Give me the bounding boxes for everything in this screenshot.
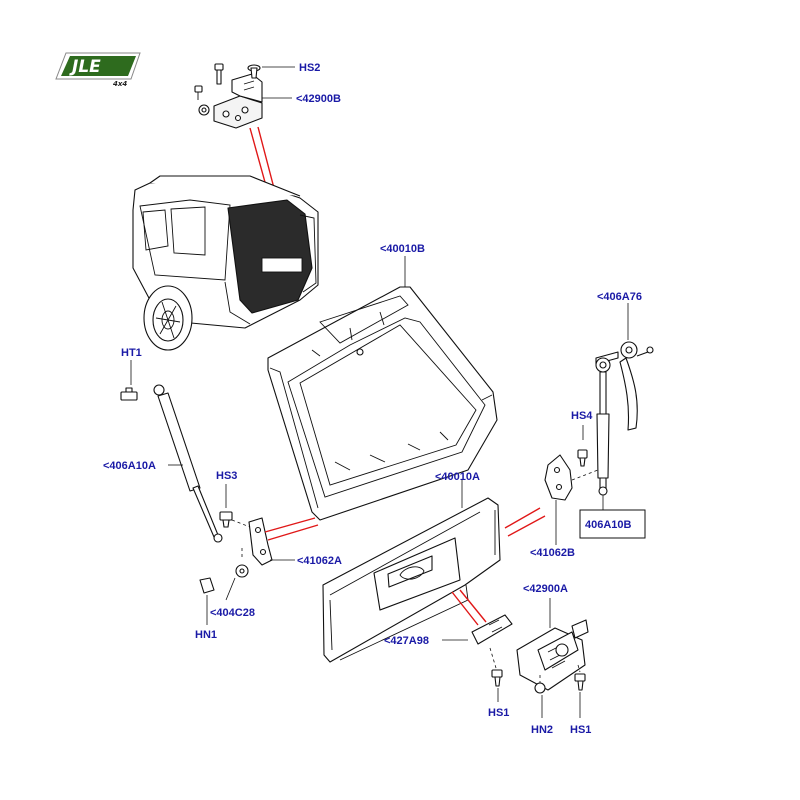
callout-hn1: HN1 [195, 629, 217, 641]
gas-strut-right [595, 357, 611, 510]
callout-406a76: <406A76 [597, 291, 642, 303]
bolt-ht1 [120, 360, 138, 401]
callout-40010a: <40010A [435, 471, 480, 483]
bolt-hs1-left [491, 669, 503, 702]
gas-strut-left [153, 384, 223, 543]
nut-404c28 [225, 548, 249, 601]
callout-406a10b: 406A10B [585, 519, 632, 531]
callout-box [579, 509, 646, 539]
upper-tailgate-panel [267, 256, 498, 521]
vehicle-rear-view [132, 175, 319, 351]
bolt-icon [214, 63, 224, 85]
callout-hn2: HN2 [531, 724, 553, 736]
callout-404c28: <404C28 [210, 607, 255, 619]
callout-42900b: <42900B [296, 93, 341, 105]
callout-hs2: HS2 [299, 62, 320, 74]
callout-42900a: <42900A [523, 583, 568, 595]
bracket-41062a [231, 517, 295, 566]
callout-40010b: <40010B [380, 243, 425, 255]
bolt-hs4 [577, 425, 588, 467]
bolt-hs3 [219, 484, 233, 528]
callout-hs1-left: HS1 [488, 707, 509, 719]
upper-hinge-assembly [194, 63, 295, 129]
lower-hinge-42900a [516, 598, 589, 691]
jle-logo: JLE 4x4 [55, 52, 141, 88]
callout-hs3: HS3 [216, 470, 237, 482]
callout-hs1-right: HS1 [570, 724, 591, 736]
logo-subtext: 4x4 [113, 80, 127, 88]
logo-text: JLE [69, 57, 101, 77]
bolt-icon [194, 85, 203, 100]
callout-hs4: HS4 [571, 410, 593, 422]
latch-427a98 [442, 614, 513, 669]
callout-41062b: <41062B [530, 547, 575, 559]
callout-406a10a: <406A10A [103, 460, 156, 472]
lower-tailgate-panel [322, 480, 501, 663]
bracket-41062b [544, 454, 599, 545]
bolt-hs1-right [574, 664, 586, 718]
bolt-icon [247, 64, 261, 79]
nut-icon [198, 104, 210, 116]
callout-427a98: <427A98 [384, 635, 429, 647]
callout-41062a: <41062A [297, 555, 342, 567]
nut-hn1 [199, 577, 215, 625]
callout-ht1: HT1 [121, 347, 142, 359]
nut-hn2 [534, 675, 546, 718]
